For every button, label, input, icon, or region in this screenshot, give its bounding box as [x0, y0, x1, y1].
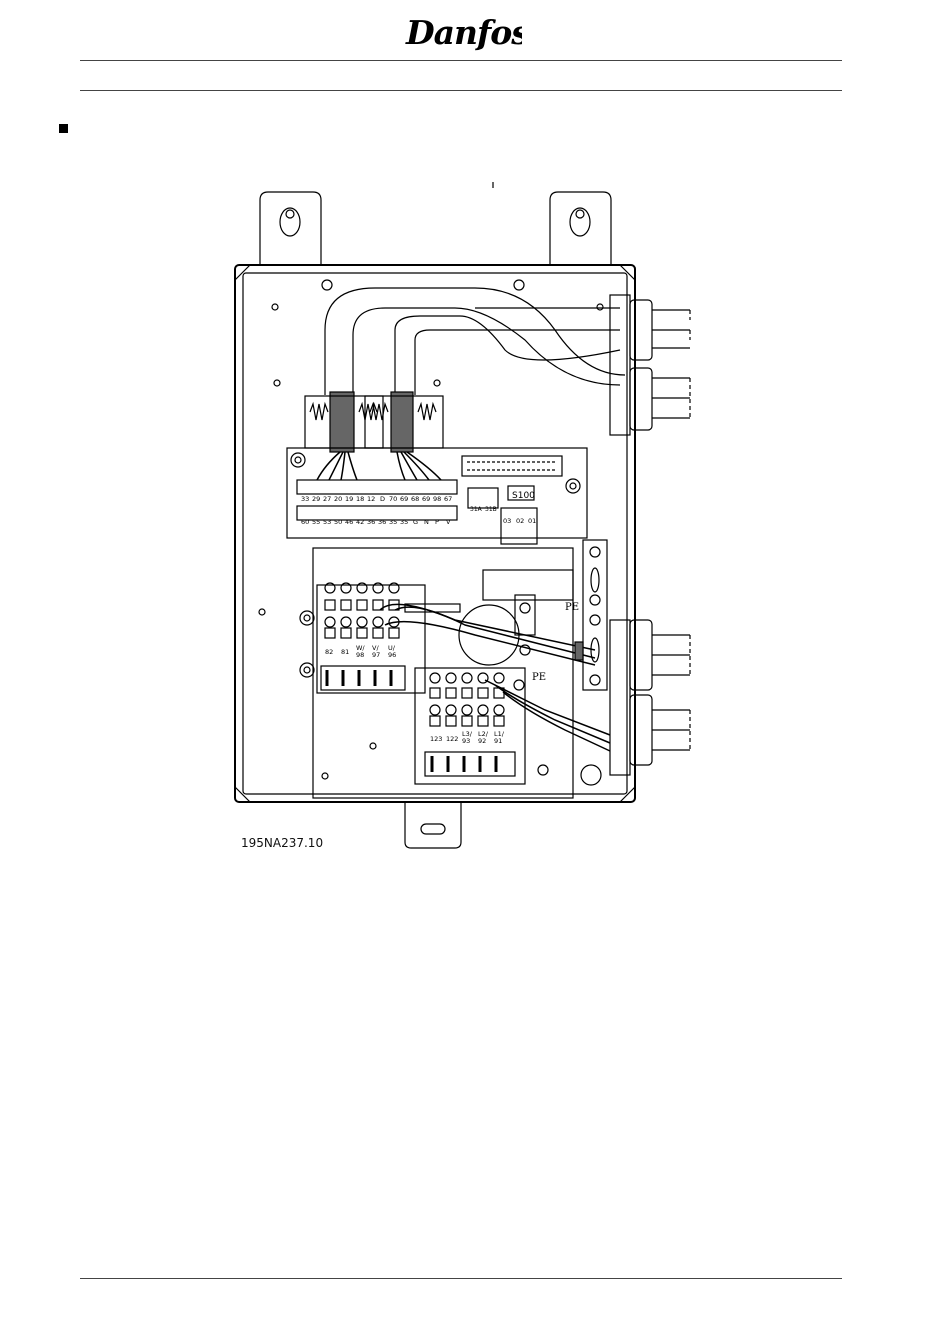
wiring-diagram-figure: 33 29 27 20 19 18 12 D 70 69 68 69 98 67… — [225, 180, 725, 870]
terminal-bottom-10: 35 — [400, 518, 408, 526]
relay-number-02: 02 — [516, 517, 524, 525]
motor-terminal-w98: W/98 — [356, 644, 365, 659]
control-wires — [317, 452, 441, 480]
terminal-top-2: 29 — [312, 495, 320, 503]
terminal-bottom-7: 36 — [367, 518, 375, 526]
mounting-lug-bottom — [405, 802, 461, 848]
terminal-top-13: 98 — [433, 495, 441, 503]
mains-terminal-l1: L1/91 — [494, 730, 505, 745]
relay-number-01: 01 — [528, 517, 536, 525]
logo-wordmark: Danfoss — [405, 13, 522, 52]
terminal-bottom-8: 36 — [378, 518, 386, 526]
relay-label-31a: 31A — [470, 506, 483, 513]
terminal-top-10: 69 — [400, 495, 408, 503]
motor-terminal-v97: V/97 — [372, 644, 380, 659]
mounting-lug-right — [550, 192, 611, 265]
terminal-top-4: 20 — [334, 495, 342, 503]
cable-glands-right — [575, 295, 690, 785]
terminal-top-11: 68 — [411, 495, 419, 503]
relay-number-03: 03 — [503, 517, 511, 525]
motor-terminal-82: 82 — [325, 648, 333, 656]
terminal-top-7: 12 — [367, 495, 375, 503]
relay-label-31b: 31B — [485, 506, 497, 513]
mounting-lug-left — [260, 192, 321, 265]
mains-terminal-l2: L2/92 — [478, 730, 489, 745]
terminal-top-1: 33 — [301, 495, 309, 503]
header-rule-top — [80, 60, 842, 61]
section-bullet — [59, 124, 68, 133]
motor-terminal-u96: U/96 — [388, 644, 396, 659]
terminal-top-3: 27 — [323, 495, 331, 503]
terminal-bottom-14: V — [446, 518, 451, 526]
cable-clamp-left — [305, 392, 383, 452]
terminal-top-6: 18 — [356, 495, 364, 503]
pe-label-upper: PE — [565, 602, 579, 613]
control-cables — [325, 288, 625, 395]
terminal-bottom-5: 46 — [345, 518, 353, 526]
cable-clamp-right — [365, 392, 443, 452]
terminal-top-5: 19 — [345, 495, 353, 503]
terminal-bottom-11: G — [413, 518, 418, 526]
switch-label-s100: S100 — [512, 491, 535, 501]
motor-terminal-81: 81 — [341, 648, 349, 656]
motor-terminal-labels: 82 81 W/98 V/97 U/96 — [325, 644, 396, 659]
footer-rule — [80, 1278, 842, 1279]
mains-terminal-122: 122 — [446, 735, 458, 743]
header-rule-bottom — [80, 90, 842, 91]
terminal-top-9: 70 — [389, 495, 397, 503]
terminal-bottom-9: 35 — [389, 518, 397, 526]
terminal-bottom-2: 55 — [312, 518, 320, 526]
terminal-top-14: 67 — [444, 495, 452, 503]
mains-terminal-123: 123 — [430, 735, 442, 743]
terminal-top-12: 69 — [422, 495, 430, 503]
terminal-top-8: D — [380, 495, 385, 503]
terminal-bottom-3: 53 — [323, 518, 331, 526]
motor-terminal-block — [321, 583, 405, 690]
terminal-bottom-12: N — [424, 518, 429, 526]
terminal-bottom-6: 42 — [356, 518, 364, 526]
terminal-bottom-13: P — [435, 518, 439, 526]
danfoss-logo: Danfoss — [402, 10, 522, 56]
mains-terminal-l3: L3/93 — [462, 730, 473, 745]
terminal-bottom-1: 60 — [301, 518, 309, 526]
pe-label-lower: PE — [532, 672, 546, 683]
terminal-bottom-4: 50 — [334, 518, 342, 526]
figure-id-label: 195NA237.10 — [241, 836, 323, 850]
